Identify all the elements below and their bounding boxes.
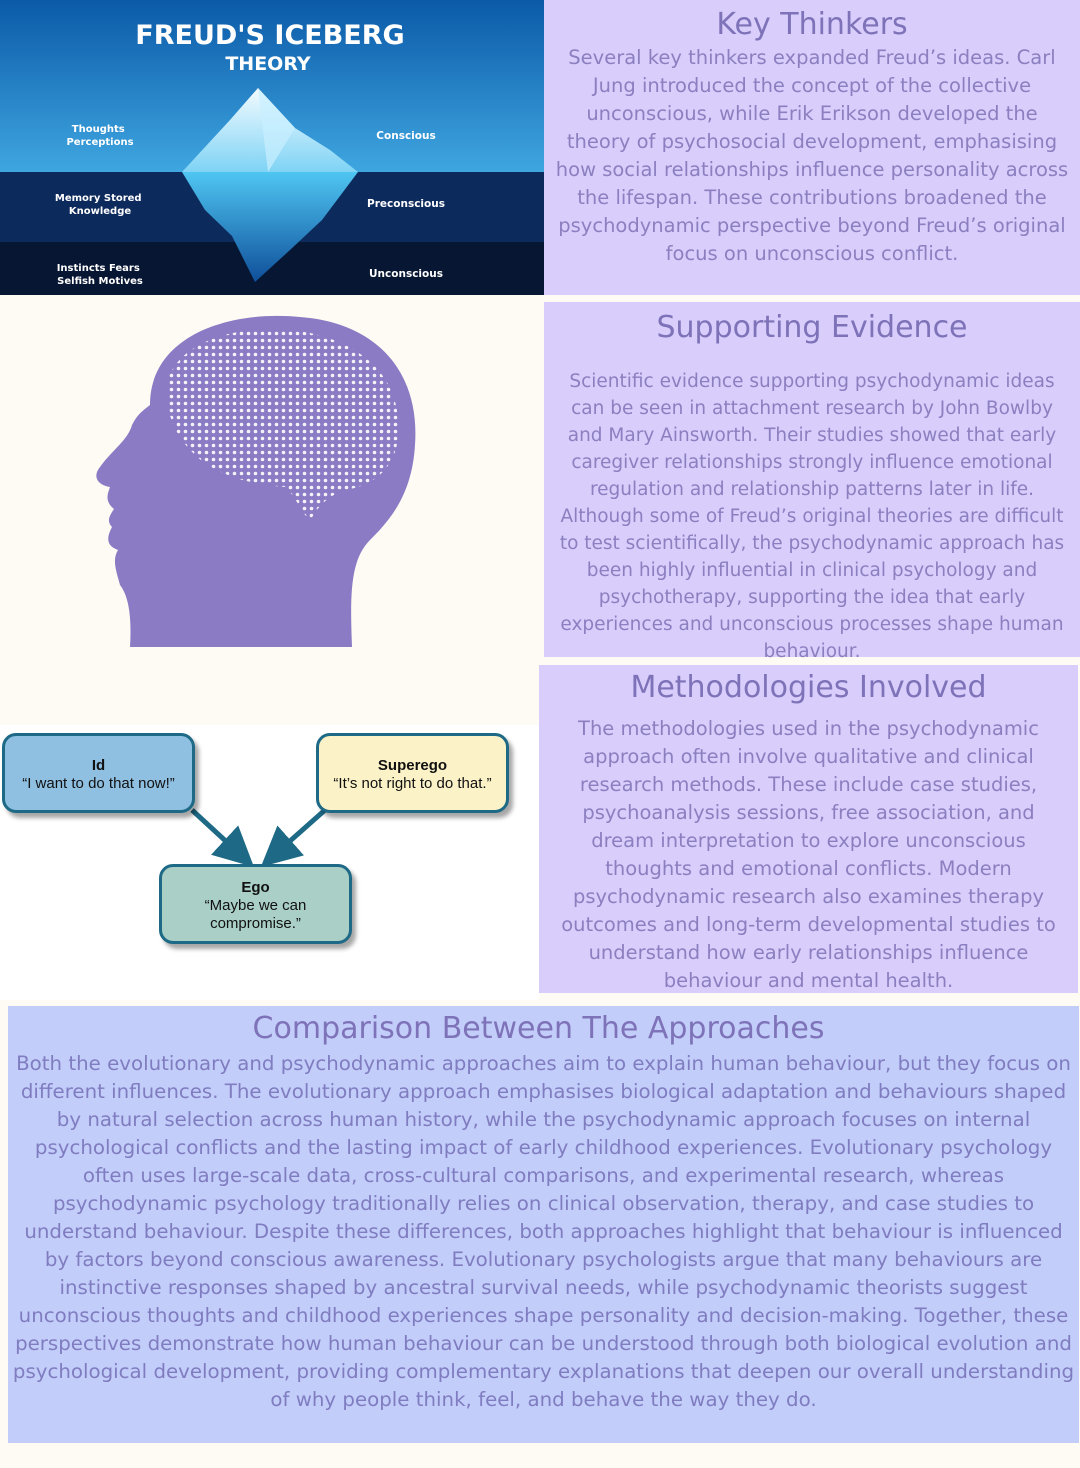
label-thoughts-perceptions: Thoughts Perceptions — [66, 124, 133, 148]
arrow-id-to-ego — [190, 808, 255, 868]
arrow-superego-to-ego — [260, 808, 327, 867]
superego-quote: “It’s not right to do that.” — [333, 775, 492, 792]
arrows-graphic — [190, 808, 327, 868]
id-title: Id — [91, 757, 106, 774]
label-memory-knowledge: Memory Stored Knowledge — [55, 193, 145, 217]
supporting-evidence-title: Supporting Evidence — [656, 310, 968, 345]
ego-box: Ego “Maybe we can compromise.” — [159, 864, 352, 944]
head-figure — [0, 295, 544, 725]
methodologies-title: Methodologies Involved — [630, 670, 987, 705]
iceberg-title: FREUD'S ICEBERG — [135, 20, 404, 51]
key-thinkers-body: Several key thinkers expanded Freud’s id… — [555, 46, 1069, 265]
key-thinkers-panel: Key Thinkers Several key thinkers expand… — [544, 0, 1080, 295]
iceberg-illustration: FREUD'S ICEBERG THEORY Thoughts Percepti… — [0, 0, 544, 295]
supporting-evidence-body: Scientific evidence supporting psychodyn… — [559, 371, 1065, 662]
superego-title: Superego — [377, 757, 448, 774]
iceberg-figure: FREUD'S ICEBERG THEORY Thoughts Percepti… — [0, 0, 544, 295]
psyche-diagram: Id “I want to do that now!” Superego “It… — [0, 725, 539, 1000]
label-conscious: Conscious — [376, 130, 435, 142]
superego-box: Superego “It’s not right to do that.” — [316, 733, 509, 813]
label-preconscious: Preconscious — [367, 198, 445, 210]
methodologies-body: The methodologies used in the psychodyna… — [561, 717, 1056, 992]
key-thinkers-title: Key Thinkers — [716, 7, 908, 42]
label-unconscious: Unconscious — [369, 268, 443, 280]
label-instincts-motives: Instincts Fears Selfish Motives — [57, 263, 144, 287]
comparison-body: Both the evolutionary and psychodynamic … — [12, 1052, 1075, 1411]
methodologies-panel: Methodologies Involved The methodologies… — [539, 665, 1078, 993]
comparison-panel: Comparison Between The Approaches Both t… — [8, 1006, 1079, 1443]
iceberg-subtitle: THEORY — [225, 53, 311, 75]
ego-quote: “Maybe we can compromise.” — [204, 897, 307, 932]
ego-title: Ego — [241, 879, 270, 896]
supporting-evidence-panel: Supporting Evidence Scientific evidence … — [544, 302, 1080, 662]
id-quote: “I want to do that now!” — [22, 775, 175, 792]
comparison-title: Comparison Between The Approaches — [252, 1011, 825, 1046]
head-silhouette-icon — [96, 315, 416, 647]
id-box: Id “I want to do that now!” — [2, 733, 195, 813]
